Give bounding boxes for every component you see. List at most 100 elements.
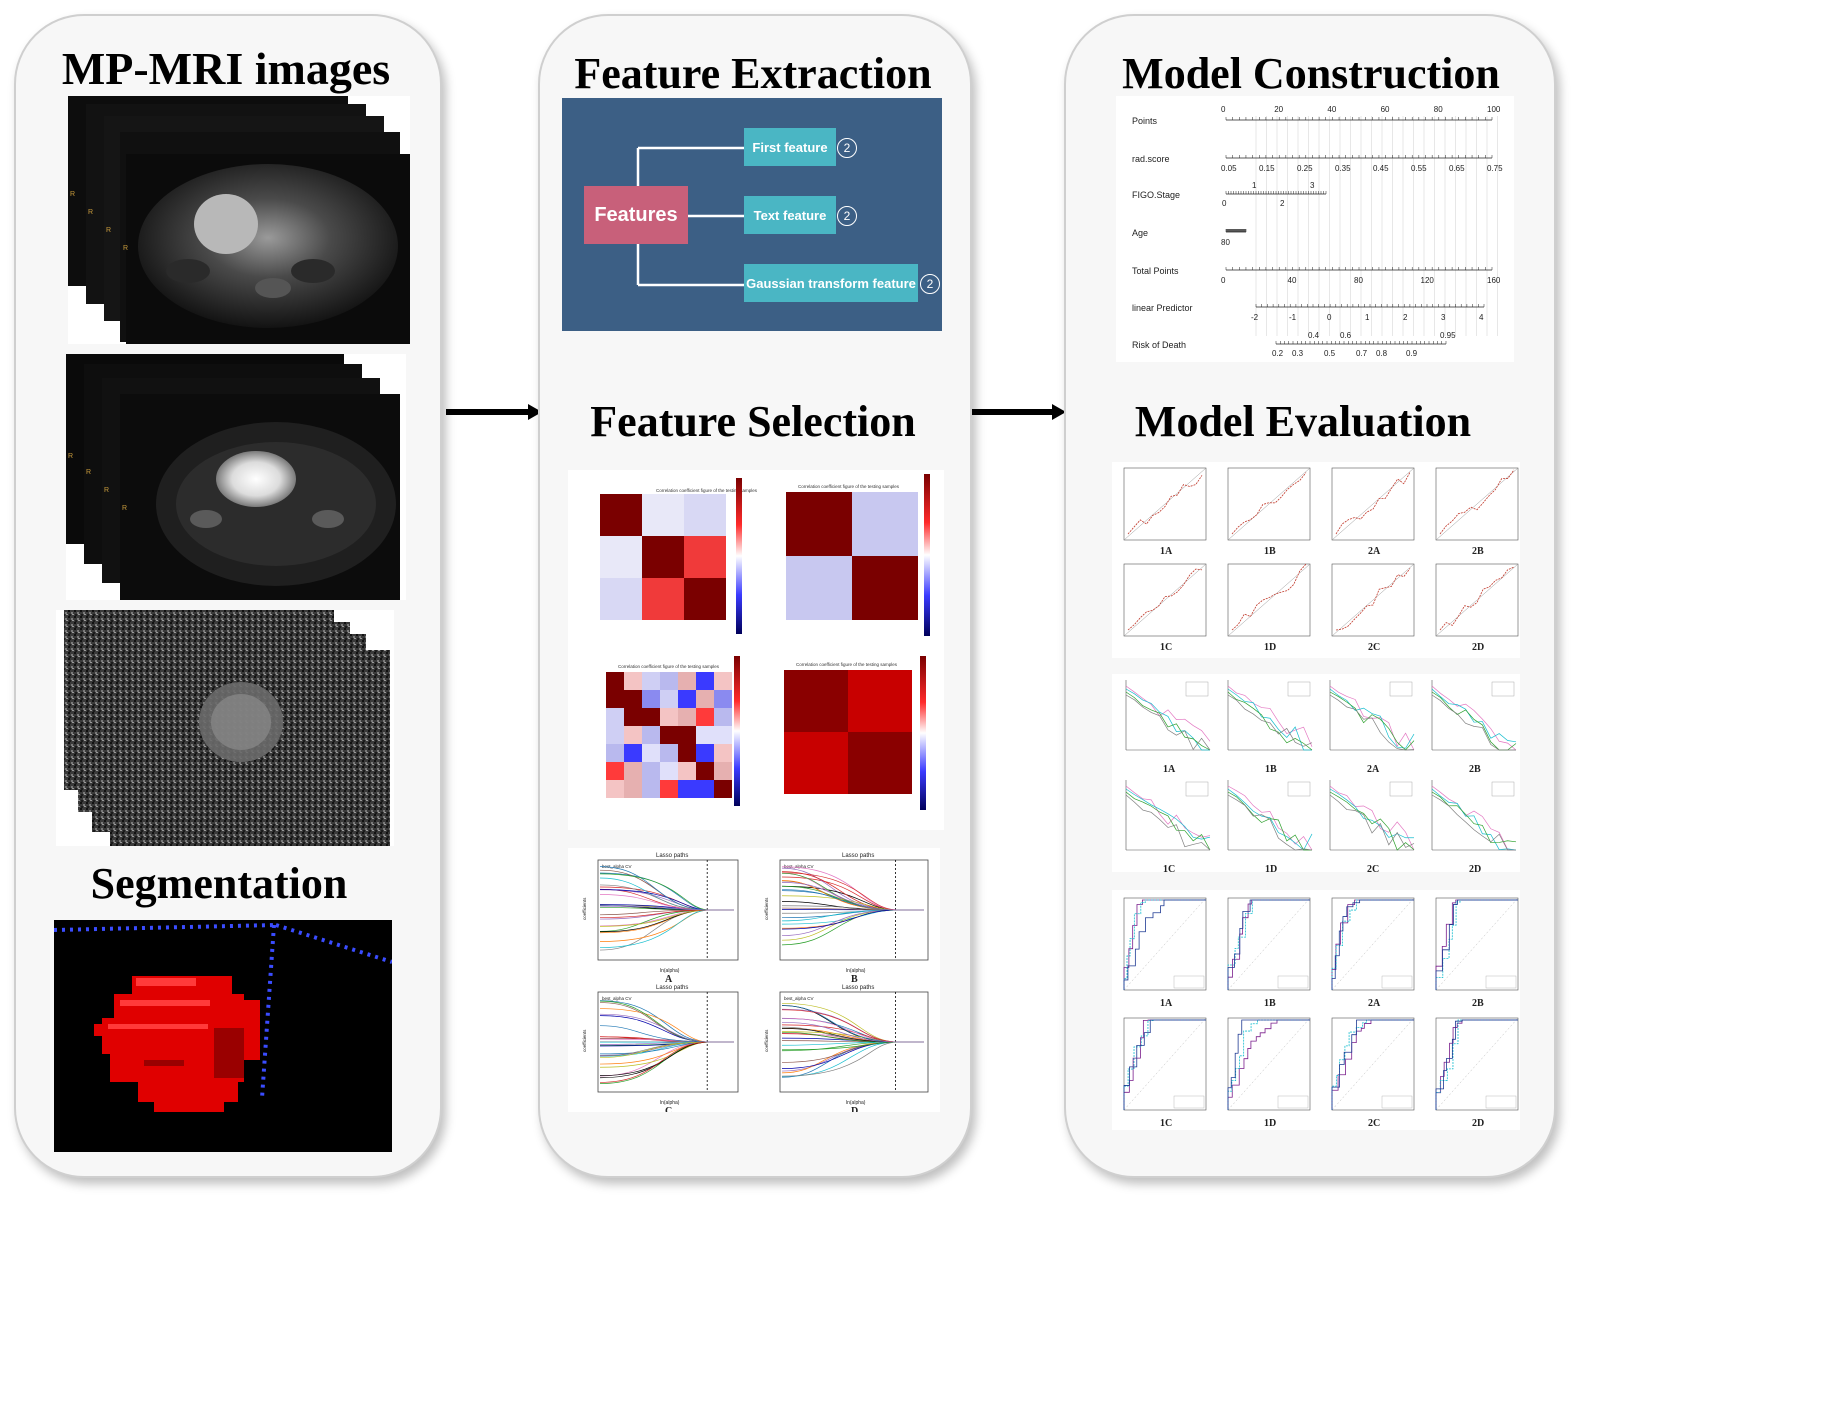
heatmap-cell: [642, 690, 660, 708]
heatmap-cell: [606, 780, 624, 798]
nomogram-tick-label: 100: [1487, 105, 1501, 114]
dca-curve: [1431, 794, 1516, 851]
roc-curve: [1331, 899, 1414, 990]
heatmap-cell: [660, 762, 678, 780]
dca-curve: [1431, 694, 1516, 751]
nomogram-tick-label: 3: [1310, 181, 1315, 190]
dca-curve: [1431, 688, 1517, 743]
nomogram-tick-label: 0.55: [1411, 164, 1427, 173]
dca-label: 2B: [1469, 764, 1481, 775]
dca-legend: [1491, 681, 1515, 697]
heatmap-cell: [660, 672, 678, 690]
dca-curve: [1125, 788, 1211, 840]
calibration-label: 1D: [1264, 642, 1276, 653]
calibration-label: 2C: [1368, 642, 1380, 653]
roc-curve: [1123, 1019, 1206, 1110]
dca-curve: [1329, 785, 1415, 851]
nomogram-tick-label: 0: [1222, 199, 1227, 208]
lasso-xlabel: ln(alpha): [846, 968, 866, 974]
dca-curve: [1227, 691, 1313, 751]
dca-legend: [1185, 781, 1209, 797]
calibration-label: 2A: [1368, 546, 1381, 557]
calibration-ideal-line: [1435, 467, 1519, 541]
heatmap-cell: [714, 672, 732, 690]
nomogram-tick-label: 60: [1381, 105, 1390, 114]
lasso-xlabel: ln(alpha): [660, 968, 680, 974]
dca-curve: [1125, 685, 1211, 742]
nomogram-tick-label: 1: [1365, 313, 1370, 322]
heatmap-cell: [714, 762, 732, 780]
roc-legend: [1173, 1095, 1205, 1109]
nomogram-tick-label: 80: [1434, 105, 1443, 114]
dca-curve: [1125, 791, 1211, 851]
lasso-coefficient-path: [781, 1021, 924, 1043]
nomogram-tick-label: 2: [1403, 313, 1408, 322]
heatmap-cell: [714, 744, 732, 762]
nomogram-tick-label: 120: [1421, 276, 1435, 285]
calibration-curve: [1439, 566, 1515, 631]
nomogram-tick-label: 40: [1327, 105, 1336, 114]
nomogram-row-label: linear Predictor: [1132, 303, 1193, 313]
nomogram-tick-label: 4: [1479, 313, 1484, 322]
mri-stack-t2: R R R R: [68, 96, 410, 344]
dca-legend: [1389, 681, 1413, 697]
segmentation-render: [54, 920, 392, 1152]
heatmap-cell: [696, 744, 714, 762]
heatmap-cell: [696, 690, 714, 708]
calibration-curve: [1231, 563, 1307, 631]
heatmap-cell: [642, 762, 660, 780]
lasso-legend: best_alpha CV: [602, 996, 632, 1001]
calibration-ideal-line: [1227, 467, 1311, 541]
lasso-panel-label: A: [665, 974, 673, 985]
calibration-label: 1B: [1264, 546, 1276, 557]
calibration-ideal-line: [1123, 563, 1207, 637]
lasso-panel-label: C: [665, 1106, 672, 1112]
dca-curve: [1227, 694, 1313, 747]
dca-curve: [1329, 794, 1415, 848]
roc-curve: [1435, 899, 1518, 990]
roc-chance-line: [1435, 897, 1519, 991]
calibration-ideal-line: [1331, 563, 1415, 637]
heatmap-cell: [714, 708, 732, 726]
nomogram-tick-label: 0.65: [1449, 164, 1465, 173]
heatmap-cell: [624, 744, 642, 762]
lasso-coefficient-path: [599, 905, 734, 911]
heatmap-cell: [642, 780, 660, 798]
dca-curve: [1329, 694, 1415, 751]
dca-curve: [1125, 794, 1211, 851]
heatmap-cell: [642, 726, 660, 744]
heatmap-cell: [696, 672, 714, 690]
lasso-plot-title: Lasso paths: [842, 985, 874, 991]
lasso-coefficient-path: [599, 1041, 734, 1083]
heatmap-cell: [660, 726, 678, 744]
lasso-ylabel: coefficients: [582, 897, 587, 920]
nomogram-tick-label: 20: [1274, 105, 1283, 114]
first-feature-badge: 2: [837, 138, 857, 158]
calibration-ideal-line: [1123, 467, 1207, 541]
heatmap-cell: [606, 762, 624, 780]
lasso-plot-title: Lasso paths: [656, 985, 688, 991]
heatmap-cell: [696, 726, 714, 744]
dca-curve: [1431, 785, 1517, 851]
nomogram-tick-label: 0: [1327, 313, 1332, 322]
nomogram-tick-label: 0.5: [1324, 349, 1336, 358]
roc-label: 2D: [1472, 1118, 1484, 1129]
calibration-label: 1C: [1160, 642, 1172, 653]
nomogram-tick-label: 0.15: [1259, 164, 1275, 173]
roc-label: 1B: [1264, 998, 1276, 1009]
nomogram-row-label: FIGO.Stage: [1132, 190, 1180, 200]
nomogram-tick-label: 0.3: [1292, 349, 1304, 358]
nomogram-tick-label: 2: [1280, 199, 1285, 208]
calibration-curve: [1127, 475, 1203, 535]
feature-flow-diagram: Features First feature 2 Text feature 2 …: [562, 98, 942, 331]
correlation-heatmaps: Correlation coefficient figure of the te…: [568, 470, 944, 830]
dca-label: 1C: [1163, 864, 1175, 872]
heatmap-cell: [678, 672, 696, 690]
dca-curve: [1329, 791, 1415, 851]
calibration-curve: [1335, 471, 1411, 535]
heatmap-cell: [624, 672, 642, 690]
nomogram-tick-label: 0.25: [1297, 164, 1313, 173]
nomogram-tick-label: 0.7: [1356, 349, 1368, 358]
heatmap-title-3: Correlation coefficient figure of the te…: [618, 664, 720, 669]
